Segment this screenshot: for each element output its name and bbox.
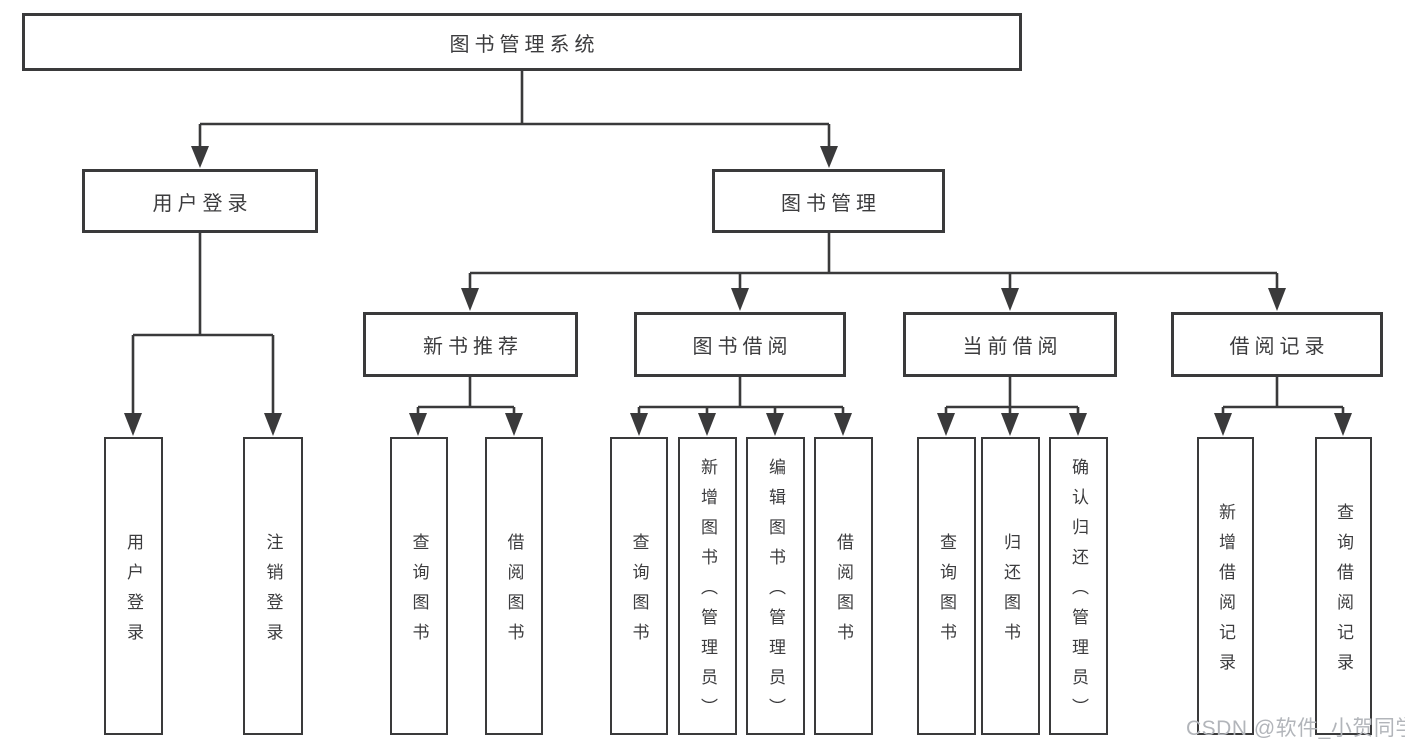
node-book-management: 图书管理 [712, 169, 945, 233]
node-leaf-query-books-recommend: 查询图书 [390, 437, 448, 735]
node-leaf-borrow-books: 借阅图书 [814, 437, 873, 735]
arrowheads [124, 146, 1352, 436]
node-label: 用户登录 [124, 532, 143, 653]
node-root-system: 图书管理系统 [22, 13, 1022, 71]
node-leaf-query-borrow-record: 查询借阅记录 [1315, 437, 1372, 735]
node-leaf-logout: 注销登录 [243, 437, 303, 735]
node-leaf-query-books-borrow: 查询图书 [610, 437, 668, 735]
node-label: 归还图书 [1001, 532, 1020, 653]
node-current-borrow: 当前借阅 [903, 312, 1117, 377]
node-label: 确认归还（管理员） [1069, 457, 1088, 728]
node-leaf-edit-books-admin: 编辑图书（管理员） [746, 437, 805, 735]
node-new-book-recommend: 新书推荐 [363, 312, 578, 377]
node-book-borrow: 图书借阅 [634, 312, 846, 377]
node-label: 查询图书 [629, 532, 649, 653]
node-leaf-add-borrow-record: 新增借阅记录 [1197, 437, 1254, 735]
node-leaf-add-books-admin: 新增图书（管理员） [678, 437, 737, 735]
node-label: 注销登录 [263, 532, 283, 653]
node-label: 新增图书（管理员） [698, 457, 717, 728]
node-label: 编辑图书（管理员） [766, 457, 785, 728]
csdn-watermark: CSDN @软件_小贺同学 [1186, 717, 1405, 740]
node-leaf-user-login: 用户登录 [104, 437, 163, 735]
node-user-login: 用户登录 [82, 169, 318, 233]
node-leaf-query-books-current: 查询图书 [917, 437, 976, 735]
node-label: 查询借阅记录 [1334, 502, 1353, 683]
node-label: 新增借阅记录 [1216, 502, 1235, 683]
node-label: 借阅图书 [834, 532, 853, 653]
node-label: 查询图书 [409, 532, 429, 653]
node-leaf-return-books: 归还图书 [981, 437, 1040, 735]
node-label: 查询图书 [937, 532, 956, 653]
node-leaf-borrow-books-recommend: 借阅图书 [485, 437, 543, 735]
node-label: 借阅图书 [504, 532, 524, 653]
node-leaf-confirm-return-admin: 确认归还（管理员） [1049, 437, 1108, 735]
node-borrow-records: 借阅记录 [1171, 312, 1383, 377]
